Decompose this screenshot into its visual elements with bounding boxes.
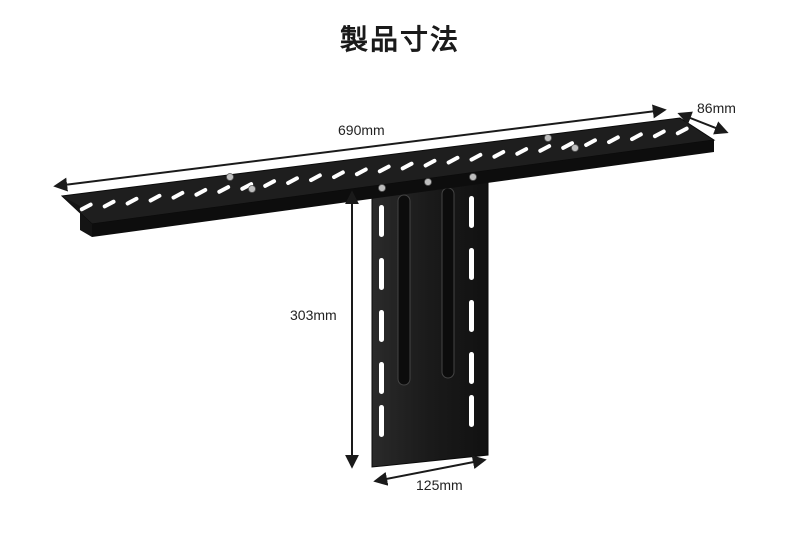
shelf-slot [148,193,162,203]
depth-arrow [677,111,729,135]
length-arrow [53,104,667,192]
shelf-slot [171,190,185,200]
dimension-arrows [53,104,729,486]
width-arrow [373,455,487,486]
length-label: 690mm [338,122,385,138]
height-label: 303mm [290,307,337,323]
vertical-plate [371,181,489,468]
page-title: 製品寸法 [339,23,460,56]
plate-width-label: 125mm [416,477,463,493]
shelf-slot [102,199,116,209]
shelf-slot [125,196,139,206]
depth-label: 86mm [697,100,736,116]
shelf-slot [79,202,93,212]
